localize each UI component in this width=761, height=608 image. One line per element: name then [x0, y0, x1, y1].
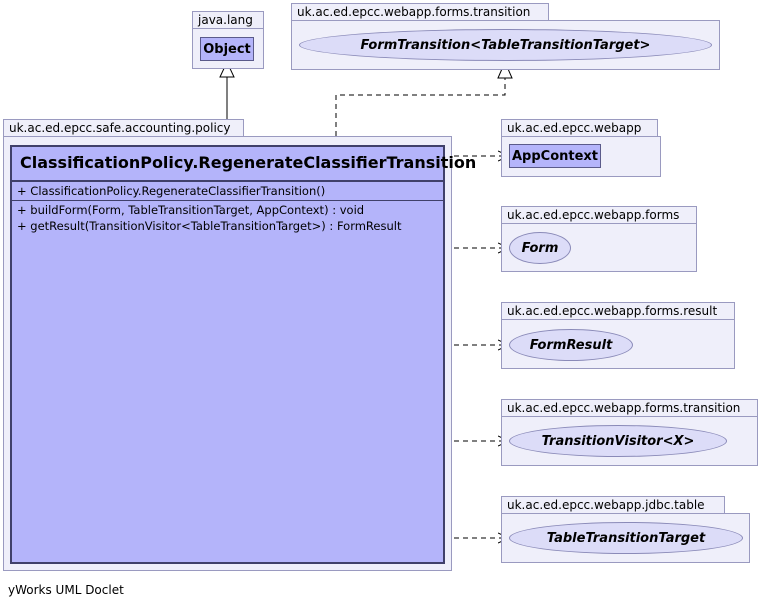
package-webapp-label: uk.ac.ed.epcc.webapp: [507, 121, 642, 135]
class-title: ClassificationPolicy.RegenerateClassifie…: [12, 147, 476, 182]
interface-form[interactable]: Form: [509, 232, 571, 264]
method-buildform: + buildForm(Form, TableTransitionTarget,…: [17, 203, 365, 217]
package-forms-result-tab: uk.ac.ed.epcc.webapp.forms.result: [501, 302, 735, 319]
package-forms-transition-label: uk.ac.ed.epcc.webapp.forms.transition: [507, 401, 741, 415]
package-forms-result-label: uk.ac.ed.epcc.webapp.forms.result: [507, 304, 718, 318]
class-appcontext-label: AppContext: [511, 148, 599, 164]
package-webapp-tab: uk.ac.ed.epcc.webapp: [501, 119, 658, 136]
interface-tabletransitiontarget-label: TableTransitionTarget: [546, 530, 706, 546]
package-java-lang-tab: java.lang: [192, 11, 264, 28]
interface-formresult-label: FormResult: [529, 337, 613, 353]
package-forms-transition-tab: uk.ac.ed.epcc.webapp.forms.transition: [501, 399, 758, 416]
class-object[interactable]: Object: [200, 37, 254, 61]
class-regenerate-classifier-transition[interactable]: ClassificationPolicy.RegenerateClassifie…: [10, 145, 476, 564]
package-accounting-policy-label: uk.ac.ed.epcc.safe.accounting.policy: [9, 121, 231, 135]
interface-formtransition[interactable]: FormTransition<TableTransitionTarget>: [299, 29, 712, 61]
member-separator: [12, 200, 443, 201]
constructor-item: + ClassificationPolicy.RegenerateClassif…: [17, 184, 326, 198]
class-object-label: Object: [203, 41, 251, 57]
footer-credit: yWorks UML Doclet: [8, 583, 124, 597]
interface-form-label: Form: [521, 240, 559, 256]
interface-formtransition-label: FormTransition<TableTransitionTarget>: [360, 37, 651, 53]
package-forms-tab: uk.ac.ed.epcc.webapp.forms: [501, 206, 697, 223]
interface-transitionvisitor-label: TransitionVisitor<X>: [541, 433, 695, 449]
interface-formresult[interactable]: FormResult: [509, 329, 633, 361]
package-accounting-policy-tab: uk.ac.ed.epcc.safe.accounting.policy: [3, 119, 244, 136]
method-getresult: + getResult(TransitionVisitor<TableTrans…: [17, 219, 402, 233]
package-java-lang-label: java.lang: [198, 13, 253, 27]
interface-tabletransitiontarget[interactable]: TableTransitionTarget: [509, 522, 743, 554]
package-forms-transition-top-label: uk.ac.ed.epcc.webapp.forms.transition: [297, 5, 531, 19]
class-appcontext[interactable]: AppContext: [509, 144, 601, 168]
package-jdbc-table-tab: uk.ac.ed.epcc.webapp.jdbc.table: [501, 496, 725, 513]
package-forms-label: uk.ac.ed.epcc.webapp.forms: [507, 208, 680, 222]
interface-transitionvisitor[interactable]: TransitionVisitor<X>: [509, 425, 727, 457]
package-jdbc-table-label: uk.ac.ed.epcc.webapp.jdbc.table: [507, 498, 705, 512]
realization-formtransition: [335, 60, 513, 145]
package-forms-transition-top-tab: uk.ac.ed.epcc.webapp.forms.transition: [291, 3, 549, 20]
